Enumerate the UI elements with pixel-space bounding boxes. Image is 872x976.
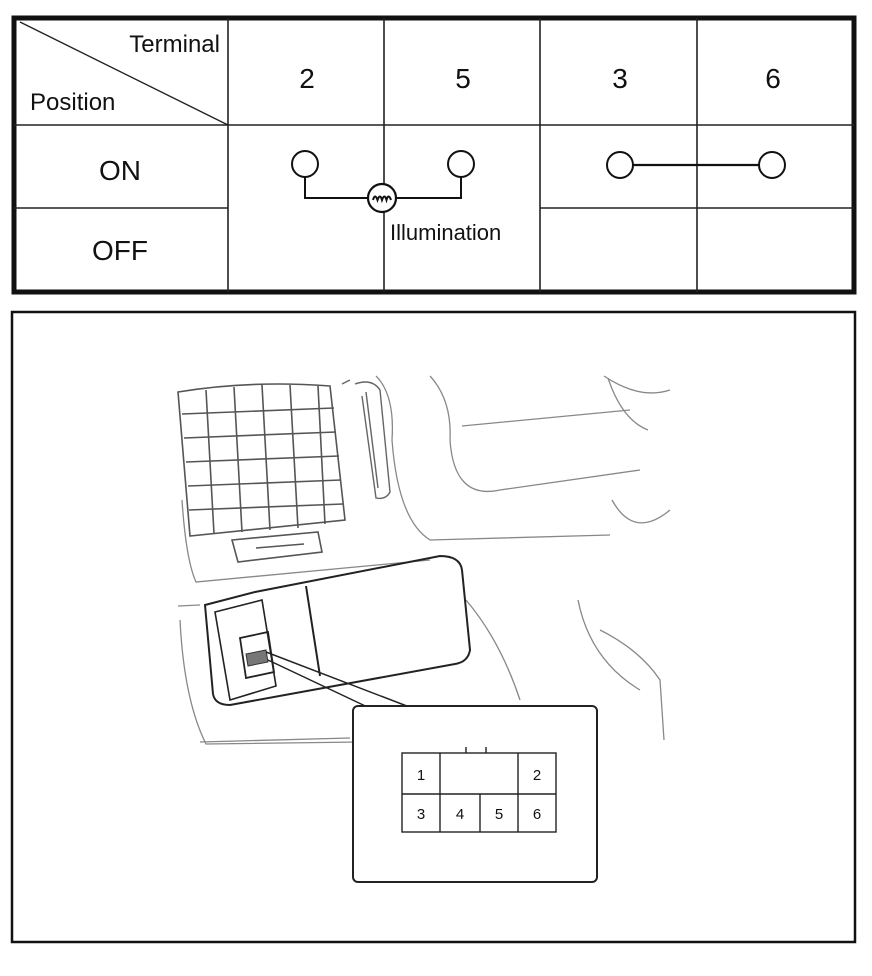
bulb-icon xyxy=(366,182,398,214)
pin-label-1: 1 xyxy=(417,767,425,784)
position-label-off: OFF xyxy=(92,235,148,266)
air-vent-grille xyxy=(177,383,346,563)
terminal-header-5: 5 xyxy=(455,63,471,94)
connector-callout-box xyxy=(352,705,598,883)
illumination-label: Illumination xyxy=(390,220,501,245)
dashboard-contours xyxy=(177,375,671,745)
vent-side-rail xyxy=(341,379,391,500)
terminal-header-2: 2 xyxy=(299,63,315,94)
pin-label-5: 5 xyxy=(495,806,503,823)
corner-diagonal xyxy=(19,21,229,126)
drawing-frame xyxy=(10,310,857,944)
switch-housing xyxy=(203,554,472,707)
position-label-on: ON xyxy=(99,155,141,186)
pin-label-2: 2 xyxy=(533,767,541,784)
terminal-point-5 xyxy=(447,150,475,178)
pin-label-3: 3 xyxy=(417,806,425,823)
terminal-point-3 xyxy=(606,151,634,179)
terminal-header-6: 6 xyxy=(765,63,781,94)
leader-lines xyxy=(265,651,413,713)
table-frame xyxy=(11,15,857,295)
connector-pin-labels: 1 2 3 4 5 6 xyxy=(417,767,541,823)
terminal-header-3: 3 xyxy=(612,63,628,94)
corner-label-terminal: Terminal xyxy=(129,31,220,58)
terminal-point-2 xyxy=(291,150,319,178)
switch-continuity-table: Terminal Position 2 5 3 6 ON OFF Illumin… xyxy=(11,15,857,295)
connector-face xyxy=(401,747,557,833)
corner-label-position: Position xyxy=(30,89,115,116)
terminal-point-6 xyxy=(758,151,786,179)
illumination-circuit xyxy=(304,177,462,199)
pin-label-4: 4 xyxy=(456,806,464,823)
pin-label-6: 6 xyxy=(533,806,541,823)
